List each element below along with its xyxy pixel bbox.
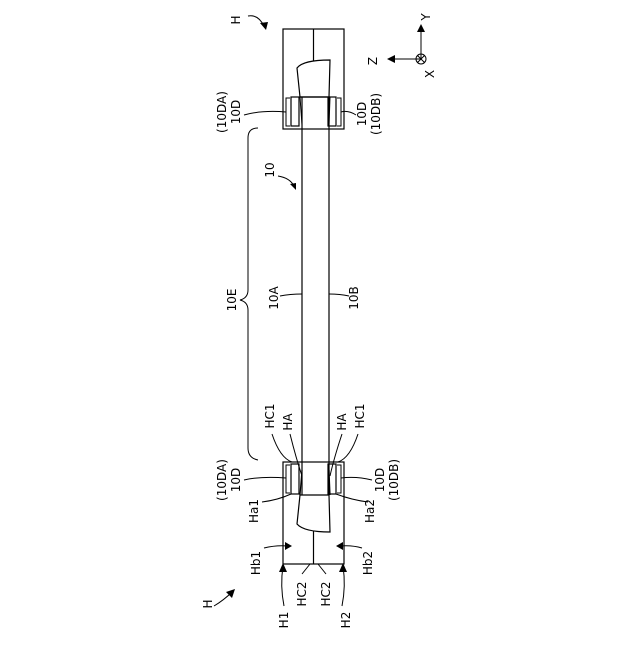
label-H2: H2	[339, 612, 353, 629]
label-HA-right: HA	[335, 413, 349, 431]
label-HC2-left: HC2	[295, 581, 309, 606]
label-H1: H1	[277, 612, 291, 629]
top-connector-end	[297, 60, 330, 97]
bracket-top-left	[286, 98, 290, 126]
bottom-connector-end	[297, 495, 330, 532]
leader-10B	[329, 294, 349, 296]
label-Ha1: Ha1	[247, 499, 261, 523]
label-HA-left: HA	[281, 413, 295, 431]
leader-10A	[280, 294, 302, 296]
bracket-top-right	[337, 98, 341, 126]
arrow-10	[290, 183, 296, 190]
label-10D-top-right: 10D	[355, 102, 369, 127]
label-10DA-top: (10DA)	[215, 91, 229, 133]
label-Hb2: Hb2	[361, 551, 375, 575]
leader-10D-top-right	[341, 111, 356, 115]
labels: H Y Z X (10DA) 10D 10D (10DB) 10 10E 10A…	[201, 13, 437, 629]
label-axis-z: Z	[366, 57, 380, 65]
label-10E: 10E	[225, 289, 239, 312]
top-recess-left	[291, 97, 299, 126]
label-10DB-bottom: (10DB)	[387, 459, 401, 501]
axis-y-arrow	[417, 24, 425, 32]
label-Ha2: Ha2	[363, 499, 377, 523]
brace-10E	[240, 128, 258, 460]
label-H-bottom: H	[201, 599, 215, 608]
bracket-bottom-right	[337, 465, 341, 493]
label-H-top: H	[229, 15, 243, 24]
leader-10D-bottom-right	[341, 477, 372, 480]
label-10A: 10A	[267, 285, 281, 309]
bracket-bottom-left	[286, 465, 290, 493]
label-10D-bottom-right: 10D	[373, 468, 387, 493]
leader-HA-left	[290, 434, 302, 476]
leader-HC2-left	[302, 564, 310, 574]
label-10D-top-left: 10D	[229, 100, 243, 125]
axis-z-arrow	[387, 55, 395, 63]
bottom-holder	[283, 462, 344, 564]
top-holder	[283, 29, 344, 129]
label-HC1-right: HC1	[353, 403, 367, 428]
label-HC1-left: HC1	[263, 403, 277, 428]
label-10: 10	[263, 162, 277, 177]
leader-Hb1	[264, 546, 288, 548]
arrow-H-top	[260, 22, 268, 30]
bottom-recess-left	[291, 464, 299, 494]
label-axis-y: Y	[419, 13, 433, 22]
axes-indicator	[387, 24, 426, 64]
arrow-Hb2	[336, 542, 343, 550]
label-10D-bottom-left: 10D	[229, 468, 243, 493]
leader-HC1-left	[272, 434, 292, 462]
leader-Hb2	[340, 546, 362, 548]
label-Hb1: Hb1	[249, 551, 263, 575]
leader-10D-top-left	[244, 111, 286, 115]
label-10DA-bottom: (10DA)	[215, 459, 229, 501]
label-HC2-right: HC2	[319, 581, 333, 606]
leader-10D-bottom-left	[244, 477, 286, 480]
arrow-Hb1	[285, 542, 292, 550]
cable-body	[300, 97, 330, 495]
label-axis-x: X	[423, 70, 437, 78]
label-10B: 10B	[347, 286, 361, 310]
leader-Ha1	[262, 494, 291, 502]
leader-HC2-right	[318, 564, 326, 574]
label-10DB-top: (10DB)	[369, 93, 383, 135]
